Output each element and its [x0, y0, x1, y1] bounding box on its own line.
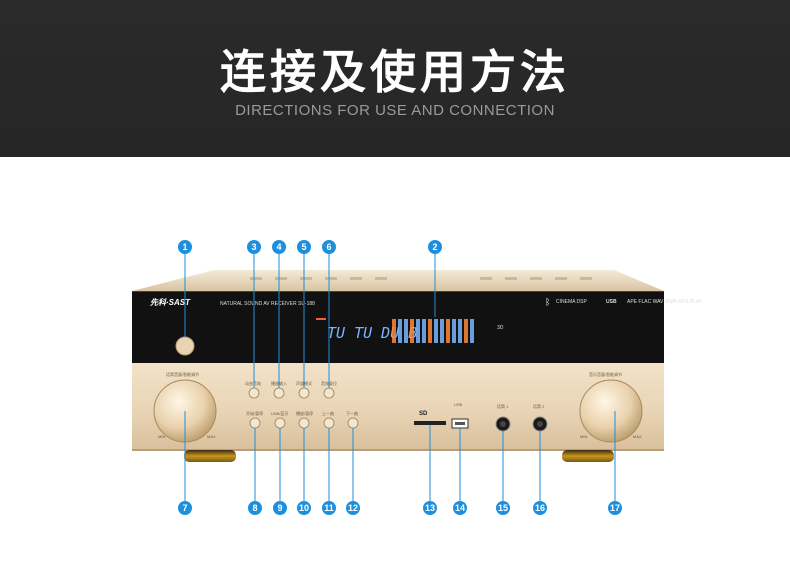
sd-label: SD [419, 411, 428, 417]
model-text: NATURAL SOUND AV RECEIVER SU-188 [220, 301, 315, 307]
right-foot [562, 450, 614, 462]
svg-text:MAX: MAX [207, 434, 216, 439]
reset-button[interactable] [323, 387, 335, 399]
callout-marker [248, 501, 262, 515]
spectrum-bar [470, 319, 474, 343]
svg-text:下一曲: 下一曲 [346, 410, 358, 416]
channel-button[interactable] [298, 387, 310, 399]
prev-button[interactable] [323, 417, 335, 429]
svg-text:USB/蓝牙: USB/蓝牙 [271, 410, 288, 416]
callout-marker [453, 501, 467, 515]
page-subtitle: DIRECTIONS FOR USE AND CONNECTION [235, 102, 555, 119]
spectrum-bar [446, 319, 450, 343]
callout-marker [297, 240, 311, 254]
page-title: 连接及使用方法 [220, 45, 570, 99]
spectrum-bar [398, 319, 402, 343]
callout-number: 17 [610, 503, 620, 513]
spectrum-bar [434, 319, 438, 343]
spectrum-bars [392, 319, 474, 343]
display-mode: 3D [497, 325, 504, 331]
svg-text:MIN: MIN [158, 434, 165, 439]
play-pause-button[interactable] [249, 417, 261, 429]
callout-number: 15 [498, 503, 508, 513]
header-banner: 连接及使用方法 DIRECTIONS FOR USE AND CONNECTIO… [0, 0, 790, 157]
spectrum-bar [416, 319, 420, 343]
callout-marker [322, 240, 336, 254]
callout-marker [428, 240, 442, 254]
spectrum-bar [392, 319, 396, 343]
callout-number: 2 [432, 242, 437, 252]
callout-marker [496, 501, 510, 515]
callout-number: 8 [252, 503, 257, 513]
callout-number: 11 [324, 503, 334, 513]
callout-number: 6 [326, 242, 331, 252]
callout-number: 5 [301, 242, 306, 252]
receiver-illustration: 先科·SAST NATURAL SOUND AV RECEIVER SU-188… [132, 240, 703, 515]
usb-logo: USB [606, 299, 617, 305]
spectrum-bar [464, 319, 468, 343]
mic1-label: 话筒 1 [497, 403, 509, 409]
display-readout: TU TU DU B [327, 324, 417, 342]
callout-marker [297, 501, 311, 515]
callout-marker [322, 501, 336, 515]
next-button[interactable] [347, 417, 359, 429]
callout-number: 13 [425, 503, 435, 513]
callout-number: 3 [251, 242, 256, 252]
svg-text:MAX: MAX [633, 434, 642, 439]
callout-marker [273, 501, 287, 515]
callout-marker [608, 501, 622, 515]
callout-number: 9 [277, 503, 282, 513]
spectrum-bar [410, 319, 414, 343]
usb-bt-button[interactable] [274, 417, 286, 429]
svg-text:上一曲: 上一曲 [322, 410, 334, 416]
left-knob-label[interactable]: 话筒音量/智能调节 [166, 371, 199, 377]
spectrum-bar [440, 319, 444, 343]
music-volume-knob[interactable] [579, 379, 643, 443]
callout-marker [423, 501, 437, 515]
spectrum-bar [458, 319, 462, 343]
play-button[interactable] [298, 417, 310, 429]
callout-marker [178, 501, 192, 515]
front-panel [132, 363, 664, 450]
callout-marker [247, 240, 261, 254]
callout-number: 12 [348, 503, 358, 513]
svg-text:开始/暂停: 开始/暂停 [246, 410, 263, 416]
callout-marker [272, 240, 286, 254]
display-indicator [316, 318, 326, 320]
svg-text:MIN: MIN [580, 434, 587, 439]
left-foot [184, 450, 236, 462]
spectrum-bar [422, 319, 426, 343]
callout-number: 1 [182, 242, 187, 252]
callout-number: 10 [299, 503, 309, 513]
format-logo: APE FLAC WAV WMA MP3 PLAY [627, 299, 703, 305]
spectrum-bar [452, 319, 456, 343]
vent-slots[interactable] [250, 277, 592, 280]
callout-marker [346, 501, 360, 515]
right-knob-label[interactable]: 音乐音量/智能调节 [589, 371, 622, 377]
usb-port-label[interactable]: USB [454, 402, 463, 407]
callout-number: 16 [535, 503, 545, 513]
callout-number: 7 [182, 503, 187, 513]
brand-logo: 先科·SAST [150, 298, 191, 307]
callout-marker [533, 501, 547, 515]
product-diagram: 先科·SAST NATURAL SOUND AV RECEIVER SU-188… [0, 157, 790, 566]
cinema-dsp-logo: CINEMA DSP [556, 299, 588, 305]
svg-text:播放/暂停: 播放/暂停 [296, 410, 313, 416]
sd-card-slot[interactable] [414, 421, 446, 425]
bluetooth-icon: ᛒ [545, 297, 550, 308]
callout-number: 14 [455, 503, 465, 513]
receiver-top-cover [132, 270, 664, 291]
svg-text:动态音效: 动态音效 [245, 380, 261, 386]
spectrum-bar [404, 319, 408, 343]
mic2-label: 话筒 2 [533, 403, 545, 409]
callout-number: 4 [276, 242, 281, 252]
power-button[interactable] [175, 336, 195, 356]
callout-marker [178, 240, 192, 254]
effect-button[interactable] [248, 387, 260, 399]
spectrum-bar [428, 319, 432, 343]
input-button[interactable] [273, 387, 285, 399]
